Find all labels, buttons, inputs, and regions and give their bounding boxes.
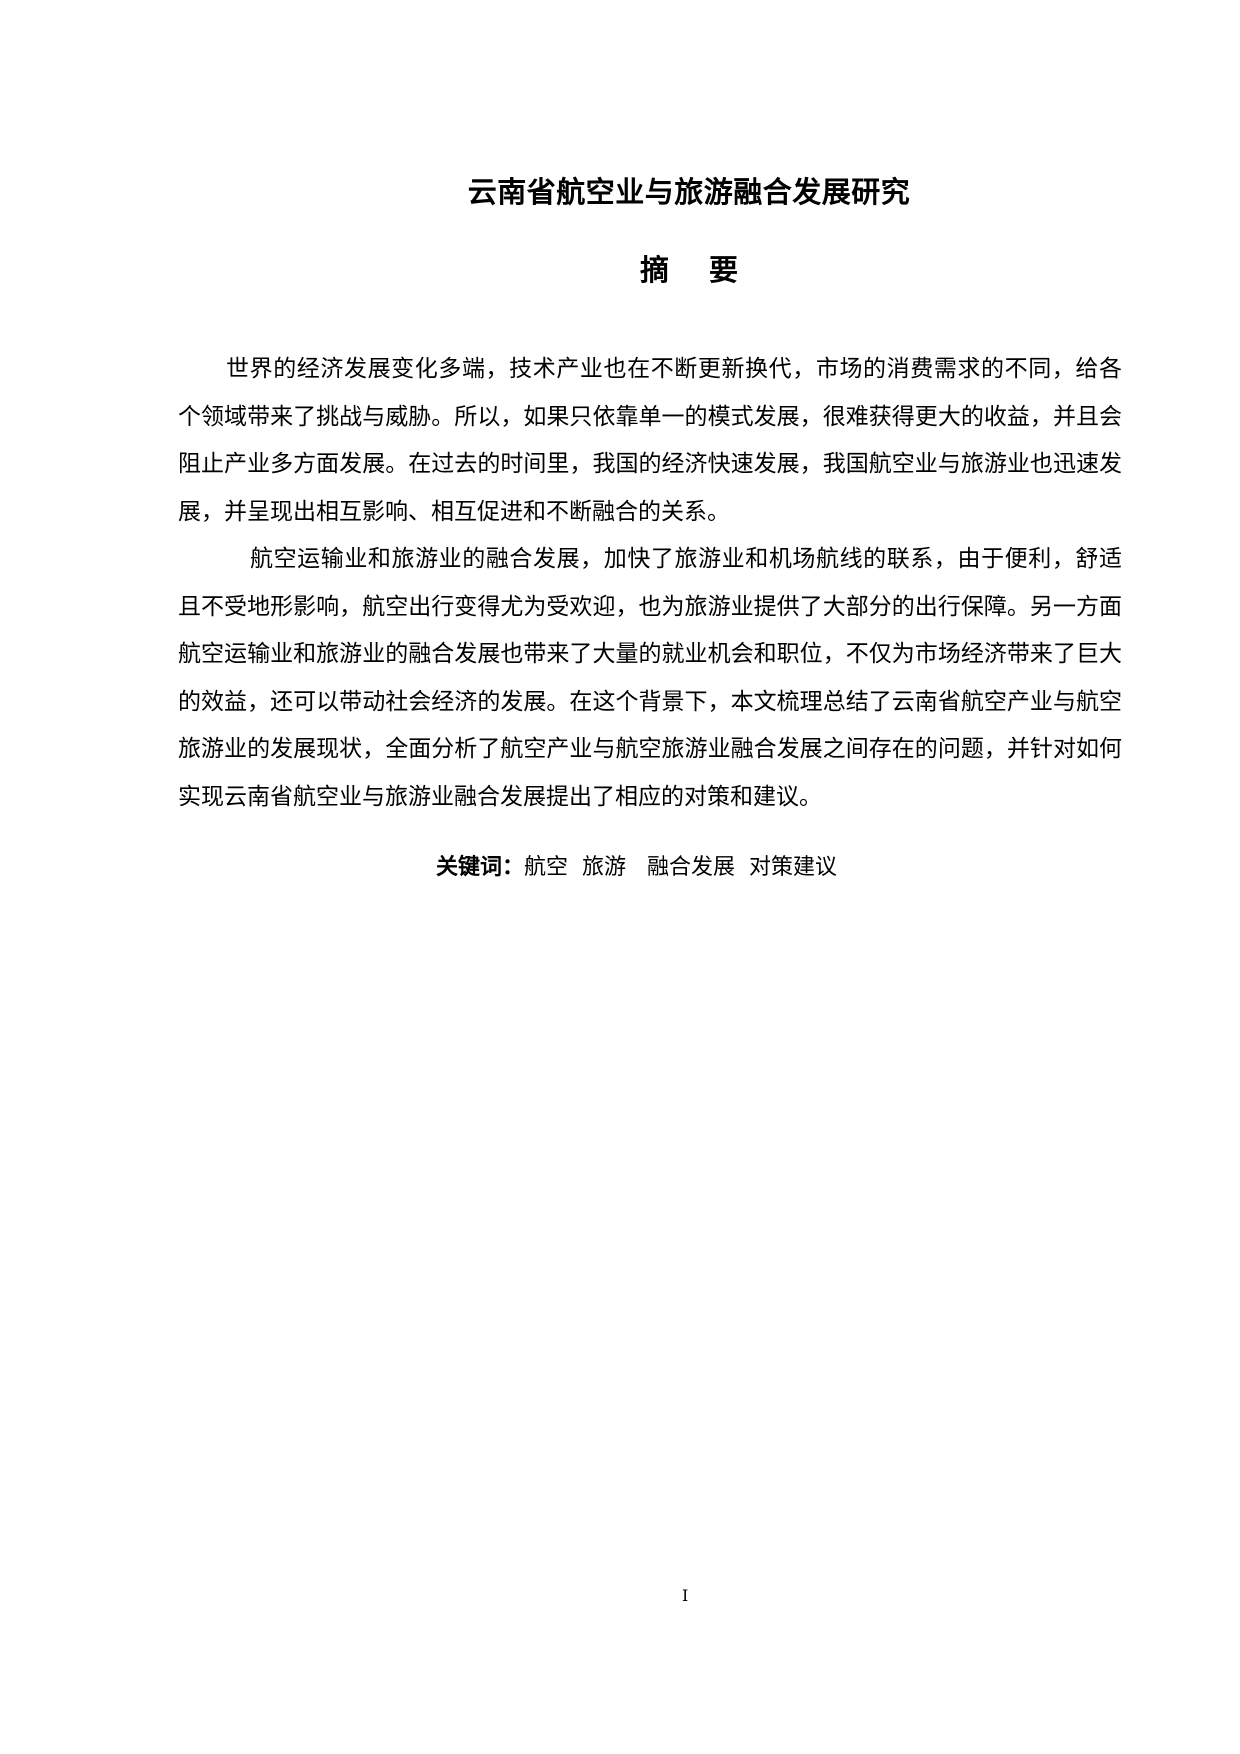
abstract-body: 世界的经济发展变化多端，技术产业也在不断更新换代，市场的消费需求的不同，给各个领… (178, 346, 1122, 821)
keywords-line: 关键词：航空 旅游 融合发展 对策建议 (436, 853, 837, 883)
paper-title: 云南省航空业与旅游融合发展研究 (467, 175, 911, 209)
abstract-paragraph-1: 世界的经济发展变化多端，技术产业也在不断更新换代，市场的消费需求的不同，给各个领… (178, 356, 1122, 525)
abstract-paragraph-2: 航空运输业和旅游业的融合发展，加快了旅游业和机场航线的联系，由于便利，舒适且不受… (178, 546, 1122, 810)
keywords-label: 关键词： (436, 855, 525, 880)
keywords-values: 航空 旅游 融合发展 对策建议 (524, 855, 837, 880)
abstract-heading: 摘 要 (639, 253, 739, 287)
page-number: I (682, 1586, 689, 1605)
